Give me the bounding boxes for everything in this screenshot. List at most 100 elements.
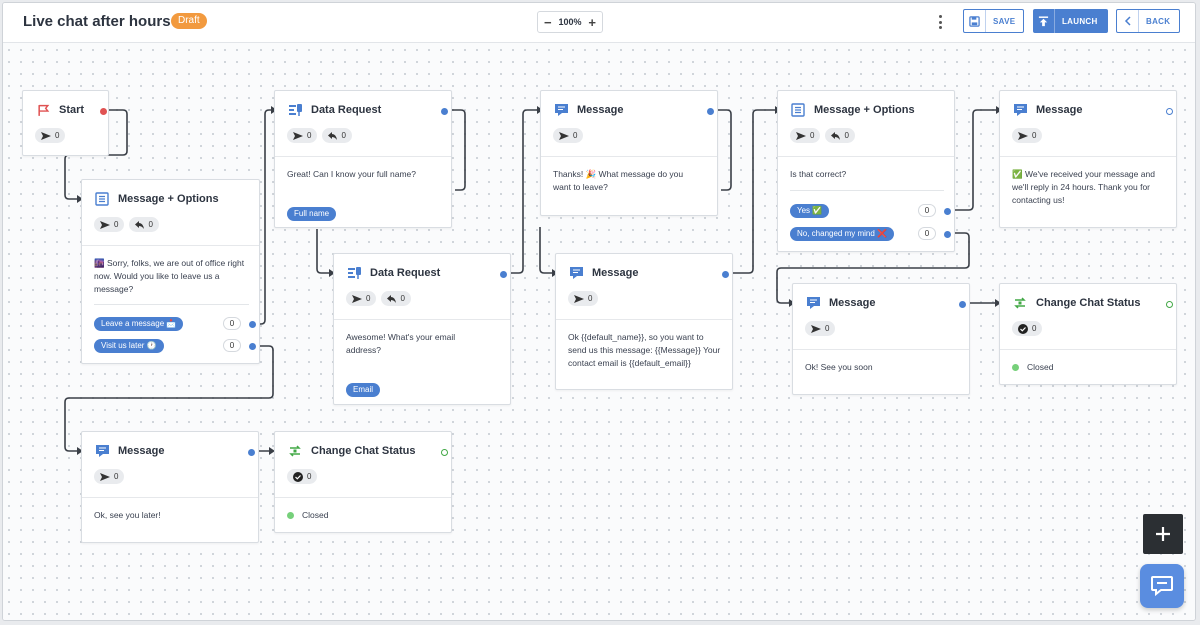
save-button[interactable]: SAVE <box>963 9 1024 33</box>
node-title: Message <box>1036 104 1083 116</box>
option-row: Leave a message 📩 0 <box>94 316 251 331</box>
sent-count-badge: 0 <box>346 291 377 306</box>
field-chip: Email <box>346 383 381 397</box>
node-title: Start <box>59 104 85 116</box>
output-port[interactable] <box>1166 301 1173 308</box>
sent-count-badge: 0 <box>94 217 125 232</box>
upload-icon <box>1033 9 1055 33</box>
output-port[interactable] <box>500 271 507 278</box>
node-title: Message <box>829 297 876 309</box>
sent-count-badge: 0 <box>553 128 584 143</box>
message-options-node[interactable]: Message + Options 0 0 🌆 Sorry, folks, we… <box>81 179 260 364</box>
flag-icon <box>35 102 51 118</box>
option-port[interactable] <box>249 321 256 328</box>
output-port[interactable] <box>959 301 966 308</box>
field-chip: Full name <box>287 207 337 221</box>
sent-count-badge: 0 <box>790 128 821 143</box>
status-dot <box>1012 364 1019 371</box>
list-icon <box>790 102 806 118</box>
message-icon <box>568 265 584 281</box>
top-bar: Live chat after hours Draft − 100% + SAV… <box>3 3 1195 43</box>
reply-count-badge: 0 <box>825 128 855 143</box>
output-port[interactable] <box>100 108 107 115</box>
add-node-button[interactable] <box>1143 514 1183 554</box>
sent-count-badge: 0 <box>805 321 836 336</box>
reply-count-badge: 0 <box>322 128 352 143</box>
node-title: Message <box>577 104 624 116</box>
output-port[interactable] <box>707 108 714 115</box>
data-request-node[interactable]: Data Request 0 0 Awesome! What's your em… <box>333 253 511 405</box>
sent-count-badge: 0 <box>568 291 599 306</box>
status-text: Closed <box>1027 362 1054 372</box>
flow-canvas[interactable]: Start 0 Message + Options 0 0 <box>3 44 1195 620</box>
plus-icon <box>1156 527 1170 541</box>
message-node[interactable]: Message 0 Ok {{default_name}}, so you wa… <box>555 253 733 390</box>
node-title: Data Request <box>311 104 382 116</box>
message-text: Ok! See you soon <box>805 362 873 372</box>
output-port[interactable] <box>722 271 729 278</box>
output-port[interactable] <box>441 108 448 115</box>
output-port[interactable] <box>1166 108 1173 115</box>
sent-count-badge: 0 <box>35 128 66 143</box>
message-node[interactable]: Message 0 Ok! See you soon <box>792 283 970 395</box>
more-options-icon[interactable] <box>935 12 945 32</box>
data-request-node[interactable]: Data Request 0 0 Great! Can I know your … <box>274 90 452 228</box>
option-count: 0 <box>918 227 936 240</box>
floppy-icon <box>964 10 986 32</box>
zoom-level: 100% <box>558 17 582 27</box>
output-port[interactable] <box>248 449 255 456</box>
reply-count-badge: 0 <box>381 291 411 306</box>
change-chat-status-node[interactable]: Change Chat Status 0 Closed <box>999 283 1177 385</box>
swap-status-icon <box>287 443 303 459</box>
launch-label: LAUNCH <box>1062 16 1098 26</box>
data-request-icon <box>346 265 362 281</box>
message-text: Is that correct? <box>790 169 847 179</box>
data-request-icon <box>287 102 303 118</box>
option-port[interactable] <box>944 208 951 215</box>
status-row: Closed <box>1000 350 1176 374</box>
change-chat-status-node[interactable]: Change Chat Status 0 Closed <box>274 431 452 533</box>
message-node[interactable]: Message 0 ✅ We've received your message … <box>999 90 1177 228</box>
swap-status-icon <box>1012 295 1028 311</box>
message-text: Great! Can I know your full name? <box>287 169 416 179</box>
zoom-in-button[interactable]: + <box>588 14 596 30</box>
node-title: Message <box>592 267 639 279</box>
option-row: Visit us later 🕐 0 <box>94 338 251 353</box>
message-text: Ok {{default_name}}, so you want to send… <box>568 332 721 368</box>
start-node[interactable]: Start 0 <box>22 90 109 156</box>
message-text: 🌆 Sorry, folks, we are out of office rig… <box>94 258 245 294</box>
sent-count-badge: 0 <box>1012 128 1043 143</box>
message-node[interactable]: Message 0 Thanks! 🎉 What message do you … <box>540 90 718 216</box>
list-icon <box>94 191 110 207</box>
node-title: Change Chat Status <box>311 445 416 457</box>
zoom-control: − 100% + <box>537 11 603 33</box>
message-icon <box>94 443 110 459</box>
launch-button[interactable]: LAUNCH <box>1033 9 1108 33</box>
back-button[interactable]: BACK <box>1116 9 1180 33</box>
option-chip[interactable]: Yes ✅ <box>790 203 830 218</box>
message-node[interactable]: Message 0 Ok, see you later! <box>81 431 259 543</box>
chat-widget-button[interactable] <box>1140 564 1184 608</box>
option-count: 0 <box>918 204 936 217</box>
output-port[interactable] <box>441 449 448 456</box>
option-chip[interactable]: Leave a message 📩 <box>94 316 184 331</box>
node-title: Message + Options <box>814 104 915 116</box>
node-title: Message + Options <box>118 193 219 205</box>
status-badge: Draft <box>171 13 207 29</box>
message-options-node[interactable]: Message + Options 0 0 Is that correct? Y… <box>777 90 955 252</box>
zoom-out-button[interactable]: − <box>544 14 552 30</box>
chevron-left-icon <box>1117 10 1139 32</box>
option-port[interactable] <box>249 343 256 350</box>
message-text: ✅ We've received your message and we'll … <box>1012 169 1155 205</box>
node-title: Message <box>118 445 165 457</box>
option-port[interactable] <box>944 231 951 238</box>
option-chip[interactable]: Visit us later 🕐 <box>94 338 164 353</box>
message-icon <box>1012 102 1028 118</box>
message-icon <box>553 102 569 118</box>
status-dot <box>287 512 294 519</box>
message-text: Ok, see you later! <box>94 510 161 520</box>
sent-count-badge: 0 <box>94 469 125 484</box>
message-text: Thanks! 🎉 What message do you want to le… <box>553 169 684 192</box>
option-chip[interactable]: No, changed my mind ❌ <box>790 226 894 241</box>
